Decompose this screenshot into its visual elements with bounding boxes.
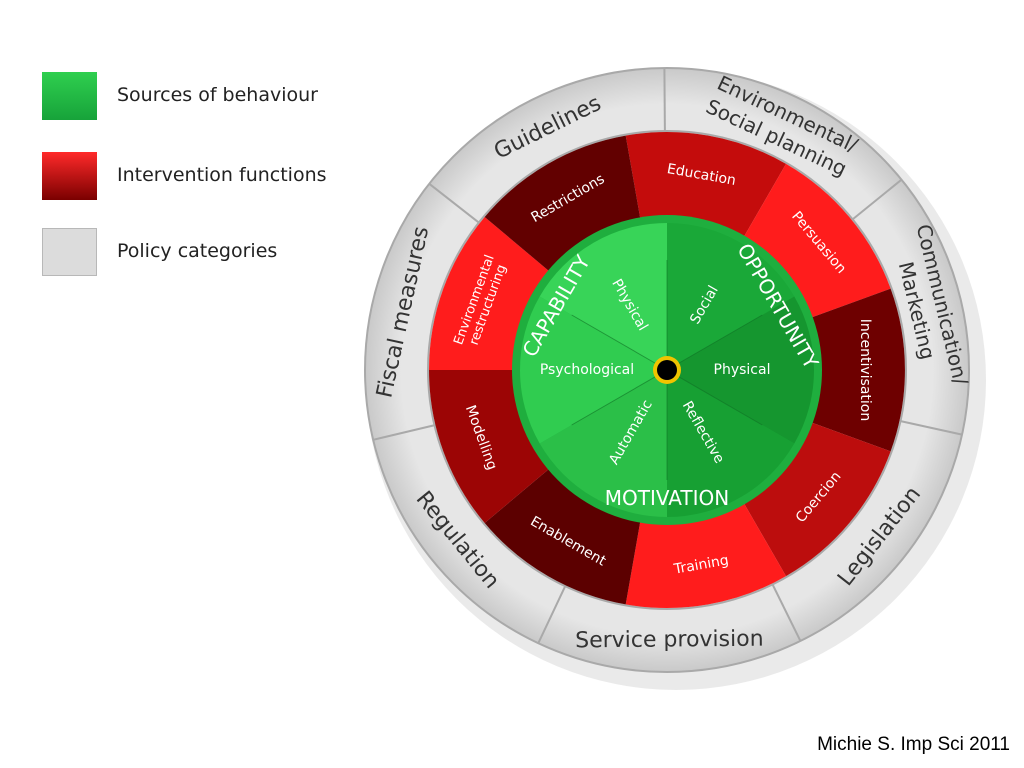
intervention-segment-coercion (743, 422, 891, 577)
source-divider (666, 369, 763, 426)
citation: Michie S. Imp Sci 2011 (817, 734, 1010, 755)
source-sector-physical-5 (539, 223, 667, 370)
policy-ring-inner-edge (427, 130, 907, 610)
red-swatch (42, 152, 97, 200)
source-sector-social-0 (667, 223, 795, 370)
policy-divider (428, 183, 481, 224)
grey-swatch (42, 228, 97, 276)
legend-item-policy: Policy categories (42, 228, 362, 278)
legend-item-sources: Sources of behaviour (42, 72, 362, 122)
legend-label-policy: Policy categories (117, 240, 278, 262)
policy-divider (851, 178, 903, 221)
policy-divider (771, 583, 802, 642)
policy-divider (663, 67, 666, 133)
policy-divider (537, 584, 567, 644)
policy-divider (372, 424, 436, 441)
intervention-segment-modelling (429, 370, 550, 523)
intervention-label-incentivisation: Incentivisation (857, 319, 873, 421)
source-divider (666, 314, 763, 371)
source-divider (571, 314, 668, 371)
source-sector-automatic-3 (539, 370, 667, 517)
source-sector-physical-1 (667, 296, 814, 444)
intervention-ring (429, 131, 905, 609)
intervention-segment-environmental-restructuring (429, 217, 550, 370)
intervention-segment-training (625, 502, 786, 609)
source-label-psychological-4: Psychological (540, 362, 634, 378)
source-label-physical-1: Physical (714, 362, 771, 378)
source-sector-psychological-4 (520, 296, 667, 444)
intervention-segment-education (625, 131, 786, 238)
intervention-segment-restrictions (484, 135, 641, 272)
green-swatch (42, 72, 97, 120)
component-motivation: MOTIVATION (605, 486, 729, 510)
source-divider (571, 369, 668, 426)
legend-label-interventions: Intervention functions (117, 164, 327, 186)
intervention-segment-enablement (484, 468, 641, 605)
legend-item-interventions: Intervention functions (42, 152, 362, 202)
policy-label-service-provision: Service provision (575, 627, 764, 654)
legend-label-sources: Sources of behaviour (117, 84, 318, 106)
policy-divider (899, 419, 963, 436)
hub-center (657, 360, 677, 380)
intervention-segment-persuasion (743, 163, 891, 318)
source-sector-reflective-2 (667, 370, 795, 517)
intervention-segment-incentivisation (810, 288, 905, 452)
